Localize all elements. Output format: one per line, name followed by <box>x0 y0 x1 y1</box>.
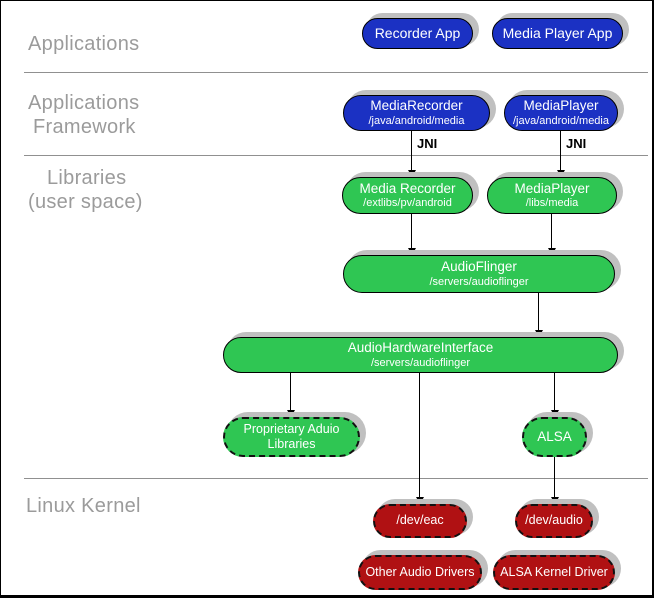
node-title: Proprietary Aduio <box>243 421 340 436</box>
divider-applications-framework <box>24 72 648 73</box>
node-mediaplayer-lib: MediaPlayer /libs/media <box>487 177 617 214</box>
node-subtitle: Libraries <box>267 437 316 451</box>
node-title: Media Player App <box>502 24 613 41</box>
section-label-framework-line2: Framework <box>33 116 136 138</box>
arrowhead-icon <box>534 330 543 337</box>
arrowhead-icon <box>547 248 556 255</box>
section-label-libraries-line1: Libraries <box>47 167 127 189</box>
node-subtitle: /java/android/media <box>512 114 609 127</box>
node-title: ALSA <box>537 428 572 444</box>
node-alsa-kernel-driver: ALSA Kernel Driver <box>493 555 615 590</box>
connector-recorderlib-audioflinger <box>407 214 416 255</box>
connector-mediaplayer-jni <box>556 131 565 177</box>
node-audioflinger: AudioFlinger /servers/audioflinger <box>343 255 615 293</box>
connector-ahi-alsa <box>550 373 559 417</box>
arrow-shaft <box>411 131 412 170</box>
node-subtitle: /extlibs/pv/android <box>363 197 452 210</box>
node-proprietary-audio-libraries: Proprietary Aduio Libraries <box>223 417 360 457</box>
jni-label-right: JNI <box>566 136 587 151</box>
section-label-libraries-line2: (user space) <box>28 191 143 213</box>
node-media-player-app: Media Player App <box>492 18 623 49</box>
node-title: MediaPlayer <box>514 180 590 196</box>
node-subtitle: /servers/audioflinger <box>370 356 471 369</box>
node-title: AudioFlinger <box>441 259 517 275</box>
node-subtitle: /java/android/media <box>368 114 465 127</box>
arrowhead-icon <box>550 497 559 504</box>
divider-framework-libraries <box>24 155 648 156</box>
arrow-shaft <box>419 373 420 497</box>
arrow-shaft <box>551 214 552 248</box>
connector-alsa-devaudio <box>550 457 559 504</box>
arrow-shaft <box>560 131 561 170</box>
node-media-recorder-lib: Media Recorder /extlibs/pv/android <box>342 177 473 214</box>
connector-ahi-deveac <box>415 373 424 504</box>
arrow-shaft <box>538 293 539 330</box>
arrowhead-icon <box>407 248 416 255</box>
connector-mediarecorder-jni <box>407 131 416 177</box>
node-title: ALSA Kernel Driver <box>500 564 608 579</box>
node-title: Other Audio Drivers <box>365 564 475 579</box>
node-title: /dev/eac <box>396 513 444 528</box>
node-subtitle: /servers/audioflinger <box>429 275 529 288</box>
node-title: MediaRecorder <box>370 98 463 114</box>
divider-libraries-kernel <box>24 478 648 479</box>
connector-ahi-proprietary <box>286 373 295 417</box>
connector-playerlib-audioflinger <box>547 214 556 255</box>
node-other-audio-drivers: Other Audio Drivers <box>358 555 482 590</box>
node-title: MediaPlayer <box>523 98 599 114</box>
arrow-shaft <box>290 373 291 410</box>
node-audiohardwareinterface: AudioHardwareInterface /servers/audiofli… <box>223 337 618 373</box>
node-dev-audio: /dev/audio <box>515 504 593 538</box>
diagram-border <box>0 0 654 598</box>
node-title: Recorder App <box>374 24 461 41</box>
arrowhead-icon <box>556 170 565 177</box>
node-dev-eac: /dev/eac <box>373 504 467 538</box>
node-title: /dev/audio <box>525 513 583 528</box>
arrowhead-icon <box>407 170 416 177</box>
jni-label-left: JNI <box>417 136 438 151</box>
arrowhead-icon <box>550 410 559 417</box>
arrow-shaft <box>554 457 555 497</box>
section-label-framework-line1: Applications <box>28 92 140 114</box>
section-label-applications: Applications <box>28 33 140 55</box>
connector-audioflinger-ahi <box>534 293 543 337</box>
arrow-shaft <box>411 214 412 248</box>
arrow-shaft <box>554 373 555 410</box>
section-label-linux-kernel: Linux Kernel <box>26 495 141 517</box>
node-subtitle: /libs/media <box>525 197 579 210</box>
node-title: AudioHardwareInterface <box>347 340 494 356</box>
node-mediaplayer-framework: MediaPlayer /java/android/media <box>504 95 618 131</box>
node-recorder-app: Recorder App <box>362 18 473 49</box>
node-alsa: ALSA <box>522 417 587 457</box>
node-mediarecorder-framework: MediaRecorder /java/android/media <box>343 95 490 131</box>
arrowhead-icon <box>286 410 295 417</box>
node-title: Media Recorder <box>359 180 456 196</box>
arrowhead-icon <box>415 497 424 504</box>
